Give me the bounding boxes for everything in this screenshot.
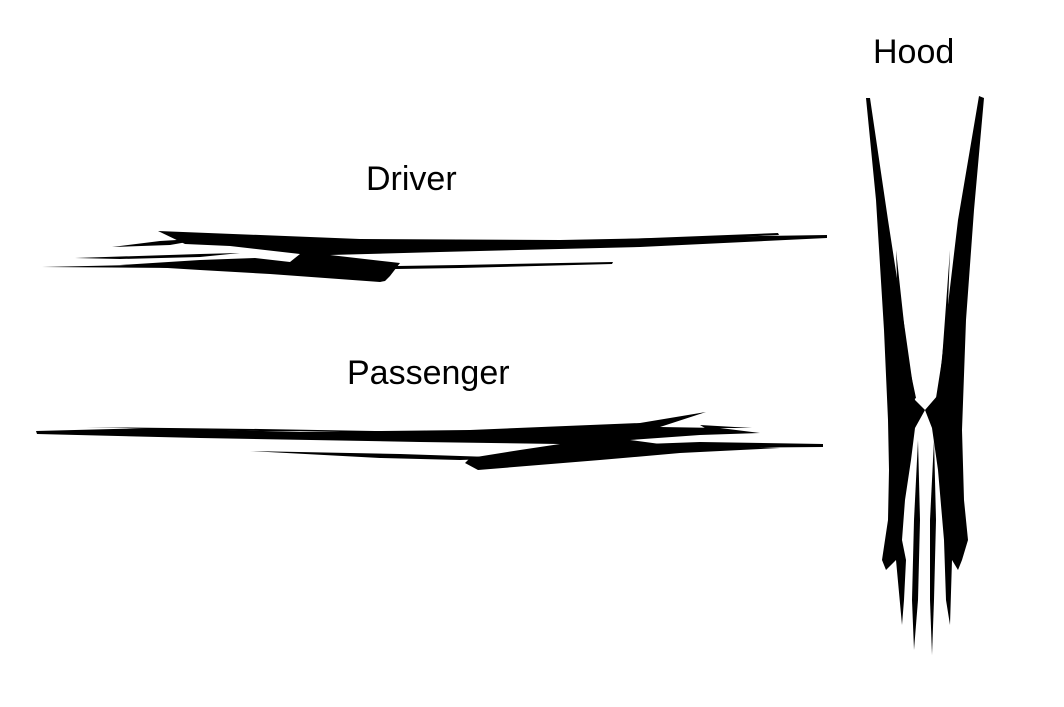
hood-decal <box>866 96 984 655</box>
driver-middle-line <box>75 253 240 259</box>
passenger-upper-line <box>86 427 430 432</box>
hood-left-stroke <box>896 250 916 402</box>
hood-left-blade <box>866 98 925 625</box>
hood-right-blade <box>925 96 984 625</box>
driver-decal <box>42 231 827 282</box>
hood-label: Hood <box>873 33 955 71</box>
driver-label: Driver <box>366 160 457 198</box>
passenger-label: Passenger <box>347 354 510 392</box>
driver-lower-line <box>42 262 613 270</box>
hood-right-stroke <box>936 250 950 402</box>
driver-main-blade <box>120 231 827 282</box>
passenger-right-line <box>560 442 823 449</box>
passenger-main-blade <box>36 412 780 470</box>
hood-right-tail <box>930 440 936 655</box>
passenger-lower-line <box>250 451 520 460</box>
passenger-top-sliver <box>700 425 752 428</box>
driver-upper-sliver <box>112 238 210 247</box>
hood-left-tail <box>912 440 920 650</box>
driver-top-line <box>405 233 779 248</box>
hood-right-inner-line <box>942 135 974 420</box>
passenger-decal <box>36 412 823 470</box>
